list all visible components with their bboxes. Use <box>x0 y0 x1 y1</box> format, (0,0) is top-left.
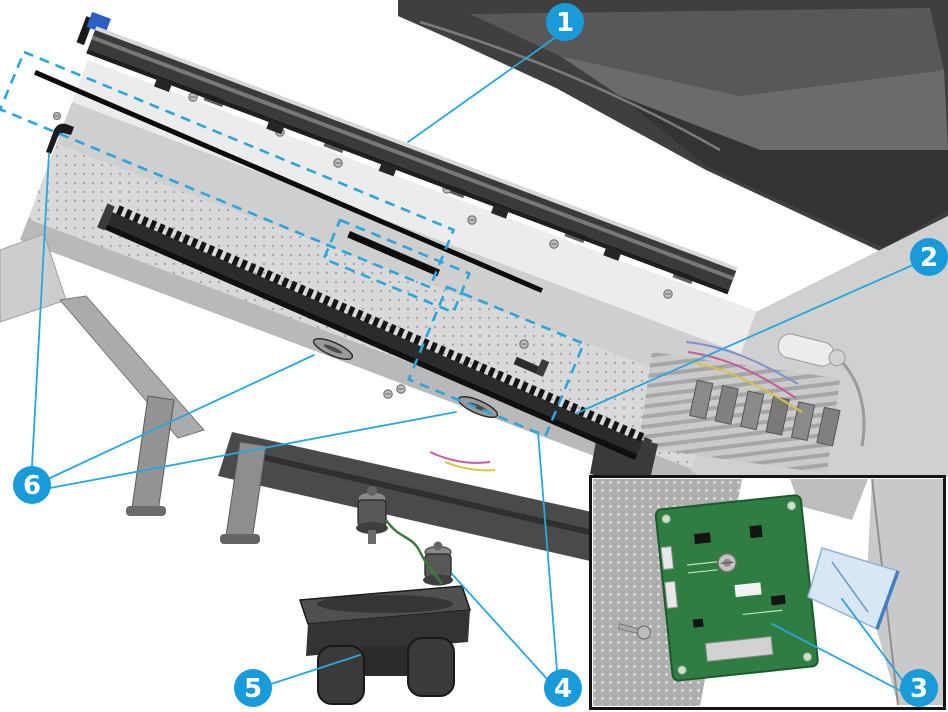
inset-frame-right <box>866 479 943 705</box>
leader-6b <box>49 354 315 479</box>
callout-balloons: 1 2 3 4 5 6 <box>13 3 948 707</box>
pump-assembly-left <box>356 486 388 544</box>
callout-1: 1 <box>546 3 584 41</box>
deck-screws <box>188 92 673 399</box>
leader-5 <box>270 654 361 685</box>
ink-tube-blue <box>685 341 799 385</box>
leader-6a <box>31 152 50 467</box>
leader-2 <box>576 264 914 414</box>
pump-wire <box>384 519 444 585</box>
callout-4-balloon <box>544 669 582 707</box>
highlight-boxes <box>0 50 586 438</box>
encoder-strip <box>34 70 543 293</box>
callout-3-number: 3 <box>910 674 928 704</box>
leader-4a <box>451 573 549 681</box>
leader-lines <box>31 36 914 692</box>
leader-6c <box>49 411 457 489</box>
interconnect-pca-part-3 <box>654 494 819 682</box>
callout-2: 2 <box>910 238 948 276</box>
strip-segment <box>347 231 441 277</box>
maintenance-container-part-5 <box>298 585 472 705</box>
callout-2-number: 2 <box>920 243 938 273</box>
leader-3a <box>841 598 904 682</box>
highlight-box-rail-end <box>407 285 586 438</box>
highlight-box-encoder-strip <box>0 50 455 289</box>
leader-1 <box>407 36 557 143</box>
callout-4-number: 4 <box>554 674 572 704</box>
leader-4b <box>537 431 558 671</box>
flat-cable <box>807 547 900 631</box>
callout-6-number: 6 <box>23 471 41 501</box>
ink-tube-magenta <box>687 351 797 399</box>
loose-screw <box>617 623 652 640</box>
printer-right-side <box>638 216 948 476</box>
printer-top-cover <box>398 0 948 254</box>
carriage-rail-part-1 <box>76 11 738 295</box>
service-station-motor <box>777 333 846 367</box>
callout-6-balloon <box>13 466 51 504</box>
callout-3-balloon <box>900 669 938 707</box>
rail-blue-clip <box>86 11 111 34</box>
ink-cartridge-row <box>689 379 841 447</box>
callout-5: 5 <box>234 669 272 707</box>
highlight-box-strip-segment <box>322 218 471 314</box>
lubricator-felt-left <box>312 337 354 361</box>
rail-bracket <box>513 356 550 377</box>
hook-bracket <box>46 111 74 154</box>
callout-1-balloon <box>546 3 584 41</box>
callout-4: 4 <box>544 669 582 707</box>
leader-3b <box>771 623 902 692</box>
detail-inset <box>589 475 946 710</box>
callout-5-number: 5 <box>244 674 262 704</box>
callout-5-balloon <box>234 669 272 707</box>
callout-6: 6 <box>13 466 51 504</box>
printer-chassis-illustration <box>0 0 948 566</box>
callout-2-balloon <box>910 238 948 276</box>
printer-main-deck <box>0 60 758 492</box>
pca-mount-screw <box>717 553 737 573</box>
rear-rail-part-2 <box>97 203 653 465</box>
callout-1-number: 1 <box>556 8 574 38</box>
ink-tube-yellow <box>689 361 803 413</box>
pca-shield <box>704 636 774 662</box>
callout-3: 3 <box>900 669 938 707</box>
